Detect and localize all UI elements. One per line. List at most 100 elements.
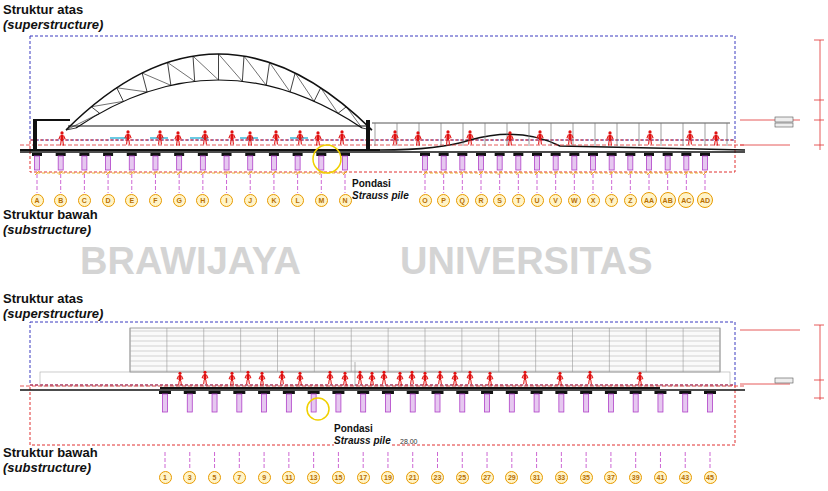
drawing-rect	[174, 153, 184, 156]
drawing-line	[529, 123, 530, 146]
grid-bubble: W	[568, 194, 581, 207]
grid-label: K	[271, 197, 276, 204]
drawing-rect	[79, 153, 89, 156]
grid-bubble: AA	[641, 192, 657, 208]
person-figure	[687, 130, 693, 144]
grid-bubble: S	[493, 194, 506, 207]
drawing-line	[338, 452, 339, 469]
drawing-line	[814, 145, 824, 146]
person-figure	[537, 130, 543, 144]
strauss-pile	[460, 156, 465, 170]
grid-label: 15	[335, 474, 343, 481]
drawing-line	[561, 452, 562, 469]
grid-label: F	[153, 197, 157, 204]
drawing-line	[91, 101, 123, 106]
drawing-line	[193, 56, 218, 80]
strauss-pile	[460, 394, 465, 412]
grid-label: G	[176, 197, 181, 204]
drawing-line	[375, 123, 376, 146]
strauss-pile	[106, 156, 111, 170]
grid-bubble: 19	[381, 471, 394, 484]
strauss-pile	[187, 394, 192, 412]
drawing-line	[142, 73, 171, 85]
drawing-line	[37, 173, 345, 174]
drawing-line	[363, 452, 364, 469]
drawing-line	[610, 171, 614, 175]
person-figure	[315, 131, 321, 145]
drawing-rect	[700, 153, 710, 156]
strauss-pile	[361, 394, 366, 412]
grid-label: 7	[237, 474, 241, 481]
highlight-circle	[307, 398, 329, 420]
drawing-line	[177, 171, 181, 175]
grid-bubble: I	[220, 194, 233, 207]
grid-bubble: 29	[505, 471, 518, 484]
drawing-line	[479, 171, 483, 175]
drawing-line	[609, 328, 610, 372]
grid-bubble: J	[244, 194, 257, 207]
drawing-line	[84, 174, 85, 193]
strauss-pile	[572, 156, 577, 170]
drawing-line	[166, 328, 167, 372]
person-figure	[327, 371, 333, 384]
grid-bubble: Q	[456, 194, 469, 207]
drawing-line	[214, 452, 215, 469]
drawing-line	[117, 88, 147, 92]
grid-label: D	[106, 197, 111, 204]
drawing-line	[66, 113, 100, 130]
drawing-rect	[580, 391, 592, 394]
grid-bubble: 5	[208, 471, 221, 484]
drawing-rect	[495, 153, 505, 156]
structure-subheading: (superstructure)	[3, 307, 103, 322]
person-figure	[415, 131, 421, 145]
strauss-pile	[708, 394, 713, 412]
grid-label: J	[248, 197, 252, 204]
grid-label: 9	[262, 474, 266, 481]
drawing-line	[572, 328, 573, 372]
drawing-rect	[457, 153, 467, 156]
person-figure	[279, 371, 285, 384]
strauss-pile	[423, 156, 428, 170]
drawing-line	[683, 123, 684, 146]
structure-subheading: (superstructure)	[3, 18, 103, 33]
foundation-note: Strauss pile	[334, 435, 391, 447]
drawing-line	[814, 325, 824, 326]
person-figure	[409, 371, 415, 384]
drawing-line	[573, 123, 574, 146]
grid-label: R	[478, 197, 483, 204]
strauss-pile	[153, 156, 158, 170]
grid-label: T	[516, 197, 520, 204]
grid-label: A	[34, 197, 39, 204]
grid-label: 33	[557, 474, 565, 481]
drawing-rect	[103, 153, 113, 156]
drawing-rect	[532, 153, 542, 156]
strauss-pile	[534, 394, 539, 412]
drawing-rect	[127, 153, 137, 156]
grid-label: 21	[409, 474, 417, 481]
drawing-rect	[775, 123, 793, 127]
grid-label: V	[553, 197, 558, 204]
drawing-line	[189, 452, 190, 469]
grid-bubble: 39	[629, 471, 642, 484]
drawing-rect	[506, 391, 518, 394]
drawing-rect	[551, 153, 561, 156]
drawing-line	[442, 171, 446, 175]
person-figure	[381, 371, 387, 384]
strauss-pile	[262, 394, 267, 412]
grid-bubble: B	[54, 194, 67, 207]
drawing-line	[611, 174, 612, 193]
grid-label: Z	[628, 197, 632, 204]
drawing-rect	[316, 153, 326, 156]
strauss-pile	[609, 156, 614, 170]
drawing-line	[20, 145, 745, 146]
drawing-rect	[630, 391, 642, 394]
drawing-line	[60, 174, 61, 193]
person-figure	[445, 130, 451, 144]
drawing-line	[572, 171, 576, 175]
grid-label: AD	[700, 197, 710, 204]
grid-label: 45	[706, 474, 714, 481]
drawing-line	[443, 174, 444, 193]
grid-label: N	[342, 197, 347, 204]
drawing-line	[537, 174, 538, 193]
drawing-line	[814, 40, 824, 41]
